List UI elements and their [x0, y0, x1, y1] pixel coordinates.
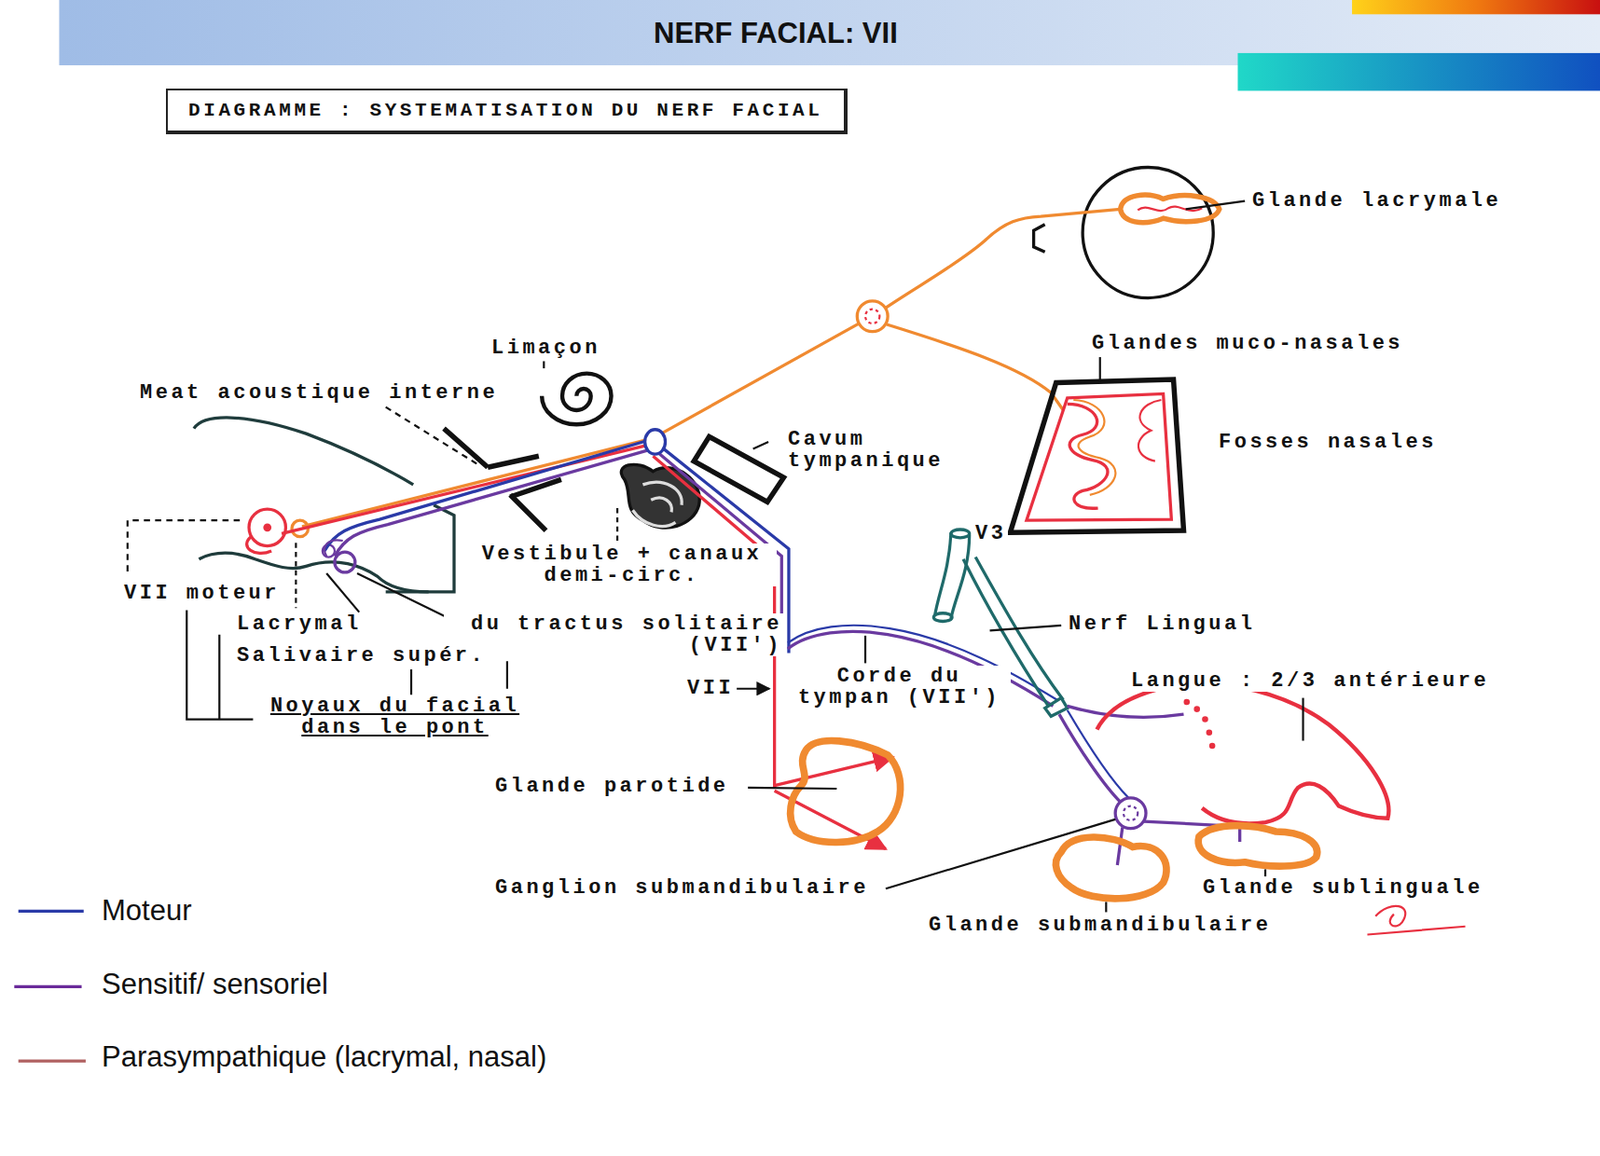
- taste-bud: [1206, 730, 1214, 737]
- brainstem-outline: [193, 417, 414, 485]
- cochlea: [541, 373, 611, 426]
- title-box: DIAGRAMME : SYSTEMATISATION DU NERF FACI…: [165, 88, 848, 135]
- pointer-arrow: [736, 688, 770, 690]
- nasal-fossa: [1009, 379, 1184, 533]
- chorda-fibres: [1067, 710, 1130, 799]
- part-label: Ganglion submandibulaire: [493, 877, 871, 899]
- part-label: Langue : 2/3 antérieure: [1129, 670, 1491, 692]
- mandibular-nerve: [934, 532, 969, 619]
- part-label: Noyaux du facial dans le pont: [255, 695, 535, 739]
- semicircular-canal: [633, 482, 683, 526]
- sensory-root: [324, 539, 344, 556]
- motor-nucleus: [248, 509, 286, 546]
- solitary-nucleus: [334, 551, 356, 573]
- leader-line: [127, 520, 246, 572]
- petrosal-nerve: [302, 439, 651, 527]
- legend-sample: [18, 1060, 86, 1063]
- submandibular-gland: [1055, 837, 1167, 899]
- signature: [1366, 906, 1465, 936]
- taste-fibres: [1067, 705, 1185, 718]
- leader-line: [294, 542, 297, 608]
- part-label: Glande lacrymale: [1250, 190, 1504, 212]
- part-label: Glande parotide: [493, 775, 732, 798]
- leader-line: [1301, 698, 1304, 742]
- nasal-nerve: [886, 324, 1063, 411]
- leader-line: [386, 407, 478, 465]
- leader-line: [1099, 357, 1102, 382]
- part-label: Cavum tympanique: [786, 428, 969, 472]
- nucleus-dot: [262, 523, 272, 532]
- part-label: VII: [685, 677, 736, 700]
- taste-bud: [1209, 743, 1216, 750]
- taste-bud: [1193, 705, 1200, 713]
- eye-globe: [1082, 166, 1214, 298]
- ganglion-core: [1123, 806, 1138, 821]
- leader-line: [753, 441, 769, 450]
- leader-line: [326, 573, 449, 619]
- part-label: Vestibule + canaux demi-circ.: [467, 543, 777, 587]
- pterygopalatine-ganglion: [856, 301, 888, 332]
- nasal-concha: [1073, 400, 1116, 496]
- ganglion-core: [865, 309, 880, 324]
- leader-line: [542, 360, 545, 369]
- taste-bud: [1201, 716, 1209, 723]
- taste-bud: [1183, 699, 1190, 706]
- sublingual-gland: [1198, 826, 1317, 867]
- leader-line: [1104, 901, 1107, 912]
- legend-text: Moteur: [101, 894, 192, 928]
- brainstem-outline: [386, 505, 455, 593]
- mandibular-nerve: [933, 613, 952, 622]
- leader-line: [1264, 868, 1267, 877]
- legend-sample: [18, 910, 84, 913]
- leader-line: [990, 625, 1063, 631]
- submandibular-ganglion: [1115, 798, 1146, 829]
- nasal-concha: [1138, 400, 1161, 462]
- mandibular-nerve: [951, 529, 970, 538]
- chorda-fibres: [1059, 714, 1121, 802]
- lingual-nerve: [1045, 698, 1068, 718]
- facial-branch: [774, 757, 894, 787]
- part-label: Corde du tympan (VII'): [787, 665, 1011, 709]
- part-label: V3: [973, 523, 1008, 545]
- geniculate-ganglion: [645, 429, 666, 455]
- lacrimal-gland: [1120, 194, 1220, 223]
- leader-line: [747, 787, 837, 789]
- part-label: Glande sublinguale: [1200, 877, 1486, 899]
- legend-text: Sensitif/ sensoriel: [101, 967, 329, 1002]
- legend-sample: [13, 985, 82, 989]
- nasal-concha: [1067, 403, 1108, 509]
- legend-text: Parasympathique (lacrymal, nasal): [101, 1040, 547, 1075]
- accent-bar: [1237, 53, 1600, 91]
- part-label: Fosses nasales: [1216, 431, 1439, 454]
- part-label: Lacrymal: [234, 613, 364, 635]
- part-label: Nerf Lingual: [1066, 613, 1257, 635]
- leader-line: [885, 819, 1116, 889]
- leader-line: [616, 508, 619, 541]
- accent-bar: [1351, 0, 1600, 14]
- part-label: Limaçon: [489, 337, 603, 359]
- parotid-gland: [790, 741, 901, 843]
- vestibule: [620, 464, 700, 528]
- page-title: NERF FACIAL: VII: [653, 16, 898, 51]
- cornea: [1034, 224, 1046, 253]
- part-label: Salivaire supér.: [234, 645, 488, 667]
- lacrimal-nerve: [883, 208, 1121, 309]
- part-label: Glande submandibulaire: [926, 914, 1273, 937]
- leader-line: [1186, 201, 1245, 210]
- motor-root: [281, 444, 649, 534]
- petrosal-nerve: [661, 323, 859, 434]
- part-label: VII moteur: [122, 582, 282, 605]
- part-label: du tractus solitaire (VII'): [443, 613, 785, 657]
- tongue: [1096, 683, 1389, 824]
- part-label: Meat acoustique interne: [137, 382, 500, 404]
- intermediate-nerve: [324, 441, 648, 552]
- part-label: Glandes muco-nasales: [1089, 332, 1406, 355]
- nasal-mucosa: [1026, 393, 1172, 521]
- taste-buds: [1183, 699, 1215, 750]
- leader-line: [864, 635, 867, 664]
- box-text: DIAGRAMME : SYSTEMATISATION DU NERF FACI…: [188, 99, 824, 122]
- sensory-root: [334, 450, 649, 557]
